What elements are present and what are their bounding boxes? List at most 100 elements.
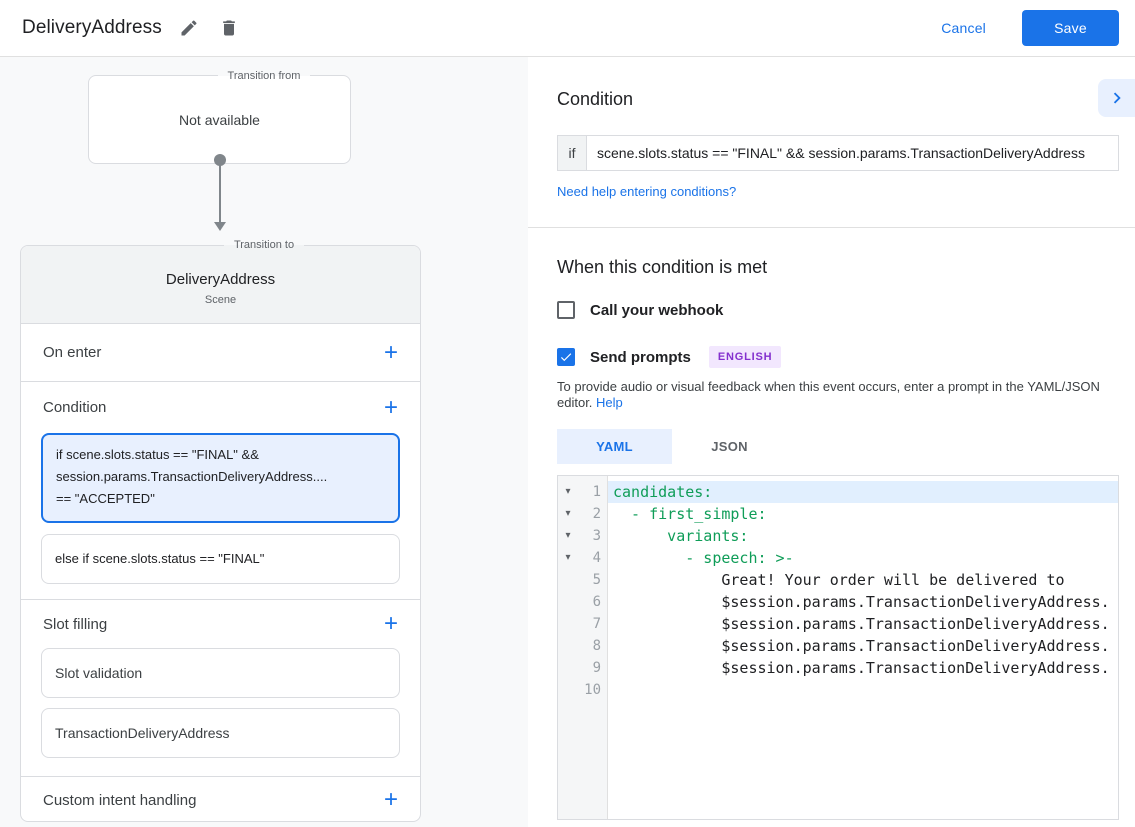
code-line[interactable]: - first_simple: [613, 505, 767, 523]
code-line[interactable]: $session.params.TransactionDeliveryAddre… [613, 637, 1110, 655]
code-line[interactable]: $session.params.TransactionDeliveryAddre… [613, 659, 1110, 677]
slot-transaction-card[interactable]: TransactionDeliveryAddress [41, 708, 400, 758]
transition-from-value: Not available [179, 111, 260, 128]
condition-card-else[interactable]: else if scene.slots.status == "FINAL" [41, 534, 400, 584]
gutter-row: 8 [558, 635, 607, 657]
prompts-help-link[interactable]: Help [596, 395, 623, 410]
on-enter-label: On enter [43, 344, 102, 361]
send-prompts-label: Send prompts [590, 348, 691, 366]
condition-help-link[interactable]: Need help entering conditions? [557, 184, 737, 199]
pencil-icon [181, 20, 197, 36]
when-met-section: When this condition is met Call your web… [557, 228, 1119, 820]
header-left: DeliveryAddress [22, 15, 242, 41]
section-divider [528, 227, 1135, 228]
slot-filling-label: Slot filling [43, 615, 108, 633]
condition-expression-row: if [557, 135, 1119, 171]
line-number: 7 [592, 616, 601, 632]
fold-toggle-icon[interactable]: ▾ [565, 552, 571, 563]
custom-intent-section: Custom intent handling + [21, 777, 420, 821]
add-on-enter-button[interactable]: + [383, 338, 398, 366]
line-number: 2 [592, 506, 601, 522]
trash-icon [222, 20, 235, 36]
collapse-panel-button[interactable] [1098, 79, 1135, 117]
condition-section: Condition + if scene.slots.status == "FI… [21, 382, 420, 600]
flow-connector-line [219, 165, 221, 223]
gutter-row: 10 [558, 679, 607, 701]
editor-code-area[interactable]: candidates: - first_simple: variants: - … [608, 476, 1118, 819]
header-actions: Cancel Save [941, 10, 1119, 46]
gutter-row: ▾2 [558, 503, 607, 525]
code-line[interactable]: $session.params.TransactionDeliveryAddre… [613, 615, 1110, 633]
line-number: 9 [592, 660, 601, 676]
gutter-row: ▾3 [558, 525, 607, 547]
scene-type: Scene [204, 294, 237, 306]
tab-json[interactable]: JSON [711, 439, 748, 454]
save-button[interactable]: Save [1022, 10, 1119, 46]
slot-validation-card[interactable]: Slot validation [41, 648, 400, 698]
code-line[interactable]: candidates: [608, 481, 1118, 503]
scene-name: DeliveryAddress [165, 271, 276, 288]
fold-toggle-icon[interactable]: ▾ [565, 486, 571, 497]
custom-intent-label: Custom intent handling [43, 791, 197, 809]
app-header: DeliveryAddress Cancel Save [0, 0, 1135, 57]
add-custom-intent-button[interactable]: + [383, 786, 398, 813]
language-badge: ENGLISH [708, 346, 782, 368]
line-number: 4 [592, 550, 601, 566]
add-slot-button[interactable]: + [383, 610, 398, 637]
page-title: DeliveryAddress [22, 17, 162, 38]
condition-input[interactable] [587, 135, 1119, 171]
slot-filling-head: Slot filling + [21, 600, 420, 648]
when-met-title: When this condition is met [557, 257, 768, 277]
code-line[interactable]: Great! Your order will be delivered to [613, 571, 1065, 589]
send-prompts-row: Send prompts ENGLISH [557, 346, 1119, 368]
condition-section-head: Condition + [21, 382, 420, 433]
scene-flow-panel: Not available Transition from DeliveryAd… [0, 57, 528, 827]
cancel-button[interactable]: Cancel [941, 20, 986, 36]
slot-filling-section: Slot filling + Slot validation Transacti… [21, 600, 420, 777]
flow-connector-dot [214, 154, 226, 166]
code-line[interactable]: $session.params.TransactionDeliveryAddre… [613, 593, 1110, 611]
condition-label: Condition [43, 399, 107, 416]
line-number: 3 [592, 528, 601, 544]
edit-scene-button[interactable] [176, 15, 202, 41]
main-content: Not available Transition from DeliveryAd… [0, 57, 1135, 827]
gutter-row: 5 [558, 569, 607, 591]
condition-panel-section: Condition if Need help entering conditio… [557, 57, 1119, 201]
transition-from-box: Not available [88, 75, 351, 164]
if-prefix-label: if [557, 135, 587, 171]
condition-panel-title: Condition [557, 89, 634, 109]
line-number: 5 [592, 572, 601, 588]
gutter-row: 6 [558, 591, 607, 613]
line-number: 8 [592, 638, 601, 654]
on-enter-section: On enter + [21, 324, 420, 382]
line-number: 10 [584, 682, 601, 698]
condition-card-selected[interactable]: if scene.slots.status == "FINAL" && sess… [41, 433, 400, 523]
fold-toggle-icon[interactable]: ▾ [565, 530, 571, 541]
line-number: 1 [592, 484, 601, 500]
gutter-row: ▾1 [558, 481, 607, 503]
code-line[interactable]: - speech: >- [613, 549, 794, 567]
send-prompts-checkbox[interactable] [557, 348, 575, 366]
webhook-row: Call your webhook [557, 301, 1119, 319]
gutter-row: 7 [558, 613, 607, 635]
delete-scene-button[interactable] [216, 15, 242, 41]
gutter-row: 9 [558, 657, 607, 679]
webhook-checkbox[interactable] [557, 301, 575, 319]
scene-card-header: DeliveryAddress Scene [21, 246, 420, 324]
fold-toggle-icon[interactable]: ▾ [565, 508, 571, 519]
chevron-right-icon [1113, 92, 1121, 104]
tab-yaml[interactable]: YAML [557, 429, 672, 464]
gutter-row: ▾4 [558, 547, 607, 569]
prompts-description-text: To provide audio or visual feedback when… [557, 379, 1100, 410]
add-condition-button[interactable]: + [383, 393, 398, 421]
scene-card: DeliveryAddress Scene On enter + Conditi… [20, 245, 421, 822]
code-line[interactable]: variants: [613, 527, 749, 545]
webhook-label: Call your webhook [590, 301, 724, 319]
code-line[interactable] [608, 679, 1118, 701]
flow-arrowhead-icon [214, 222, 226, 231]
checkmark-icon [560, 353, 572, 362]
line-number: 6 [592, 594, 601, 610]
